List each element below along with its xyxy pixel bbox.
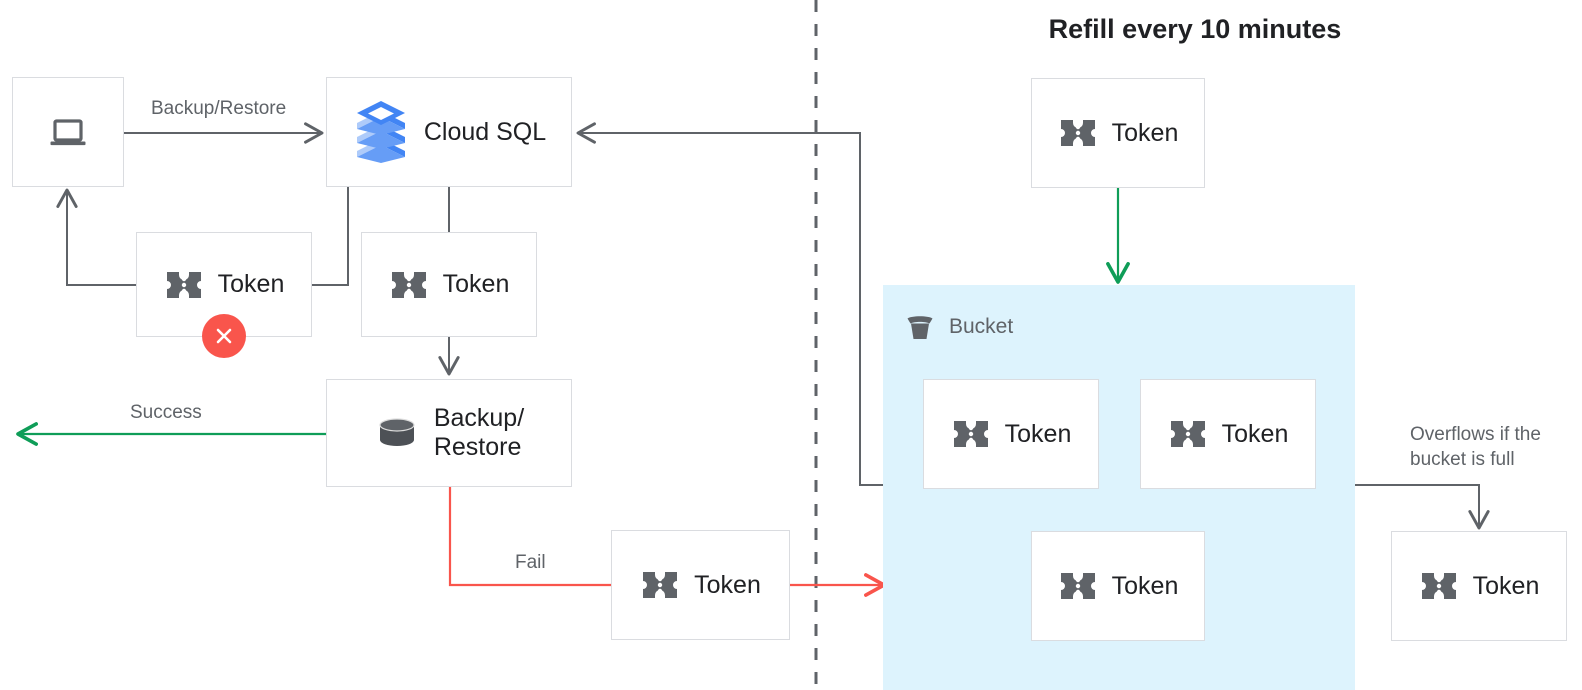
node-token-bucket-2[interactable]: Token bbox=[1140, 379, 1316, 489]
laptop-icon bbox=[50, 119, 86, 146]
bucket-icon bbox=[907, 316, 933, 339]
edge-label-overflow: Overflows if the bucket is full bbox=[1410, 424, 1541, 470]
node-token-fail-label: Token bbox=[694, 570, 761, 599]
node-cloud-sql-label: Cloud SQL bbox=[423, 117, 547, 146]
token-icon bbox=[1060, 573, 1095, 599]
token-icon bbox=[1060, 120, 1095, 146]
node-token-refill-label: Token bbox=[1111, 118, 1179, 147]
bucket-caption: Bucket bbox=[903, 310, 1013, 344]
token-icon bbox=[643, 572, 678, 598]
edge-fail bbox=[448, 487, 611, 587]
node-cloud-sql[interactable]: Cloud SQL bbox=[326, 77, 572, 187]
node-token-fail[interactable]: Token bbox=[611, 530, 790, 640]
token-icon bbox=[1170, 421, 1205, 447]
node-token-bucket-3-label: Token bbox=[1111, 571, 1179, 600]
token-icon bbox=[166, 271, 201, 298]
edge-cloudsql-to-token-client bbox=[311, 187, 349, 286]
token-icon bbox=[953, 421, 988, 447]
database-icon bbox=[379, 418, 415, 446]
node-client[interactable] bbox=[12, 77, 124, 187]
node-token-overflow[interactable]: Token bbox=[1391, 531, 1567, 641]
node-token-bucket-3[interactable]: Token bbox=[1031, 531, 1205, 641]
node-token-refill[interactable]: Token bbox=[1031, 78, 1205, 188]
edge-overflow bbox=[1355, 484, 1490, 530]
node-token-overflow-label: Token bbox=[1472, 571, 1540, 600]
edge-label-fail: Fail bbox=[515, 552, 546, 573]
token-icon bbox=[391, 271, 426, 298]
edge-label-success: Success bbox=[130, 402, 202, 423]
edge-label-backup-restore: Backup/Restore bbox=[151, 98, 287, 119]
node-token-client-label: Token bbox=[217, 270, 285, 299]
token-icon bbox=[1421, 573, 1456, 599]
node-token-cloudsql-label: Token bbox=[442, 270, 510, 299]
node-token-cloudsql[interactable]: Token bbox=[361, 232, 537, 337]
edge-token-client-to-client bbox=[56, 188, 136, 286]
status-badge-error bbox=[202, 314, 246, 358]
node-backup-restore[interactable]: Backup/ Restore bbox=[326, 379, 572, 487]
node-backup-restore-label: Backup/ Restore bbox=[433, 404, 525, 461]
node-token-bucket-1[interactable]: Token bbox=[923, 379, 1099, 489]
close-icon bbox=[216, 328, 232, 344]
node-token-bucket-2-label: Token bbox=[1221, 419, 1289, 448]
edge-bucket-to-cloudsql bbox=[576, 122, 884, 486]
cloud-sql-icon bbox=[356, 101, 405, 163]
bucket-label: Bucket bbox=[949, 315, 1014, 338]
node-token-bucket-1-label: Token bbox=[1004, 419, 1072, 448]
page-title: Refill every 10 minutes bbox=[1048, 14, 1342, 44]
